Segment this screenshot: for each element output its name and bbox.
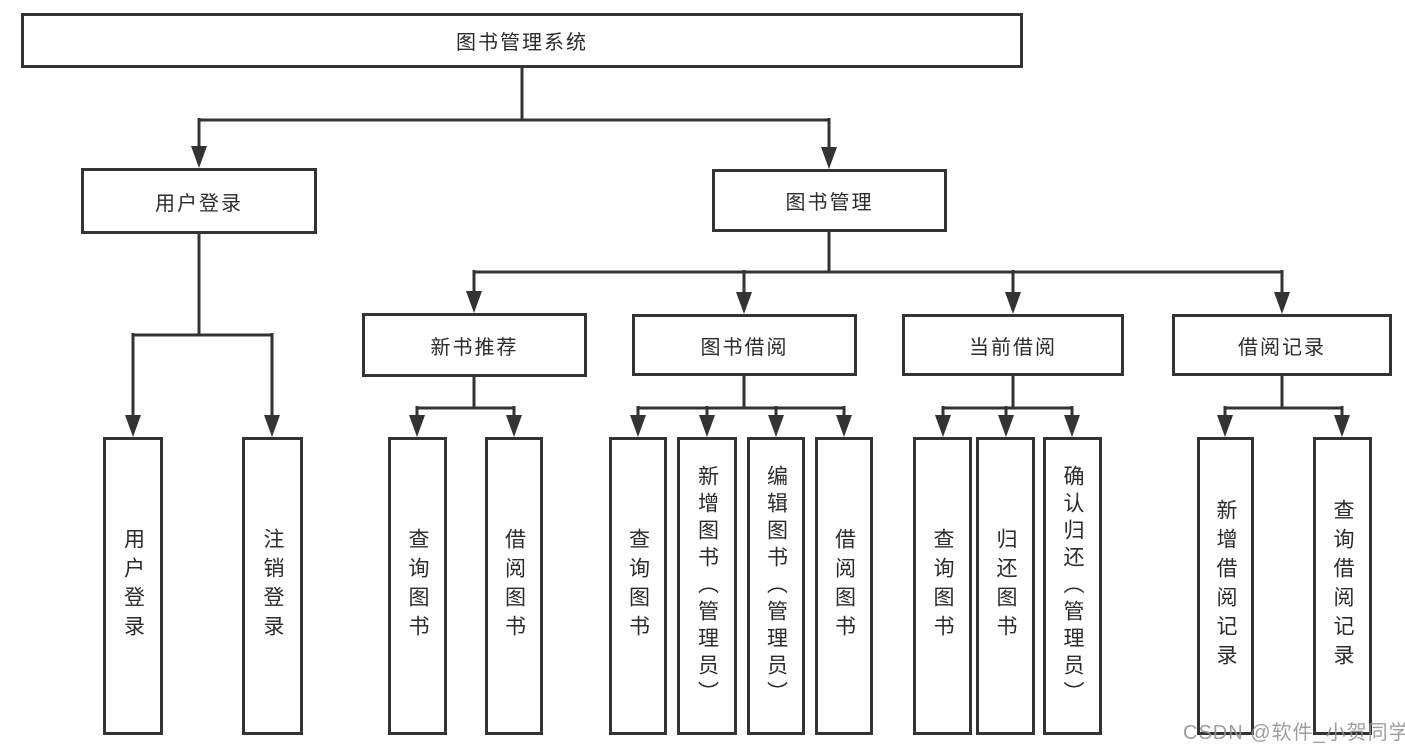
leaf-logout: 注销登录	[242, 437, 303, 735]
node-current-borrow: 当前借阅	[902, 314, 1124, 376]
node-book-borrow: 图书借阅	[632, 314, 857, 376]
leaf-edit-book-admin: 编辑图书（管理员）	[747, 437, 805, 735]
leaf-return-book: 归还图书	[976, 437, 1035, 735]
leaf-user-login: 用户登录	[103, 437, 163, 735]
leaf-add-borrow-record: 新增借阅记录	[1197, 437, 1254, 735]
leaf-query-book-recommend: 查询图书	[388, 437, 447, 735]
leaf-query-book-borrow: 查询图书	[609, 437, 667, 735]
node-user-login: 用户登录	[81, 168, 317, 234]
node-borrow-record: 借阅记录	[1172, 314, 1392, 376]
node-book-management: 图书管理	[712, 169, 947, 232]
watermark: CSDN @软件_小贺同学	[1183, 722, 1405, 744]
leaf-add-book-admin: 新增图书（管理员）	[677, 437, 737, 735]
leaf-query-borrow-record: 查询借阅记录	[1313, 437, 1372, 735]
leaf-query-book-current: 查询图书	[913, 437, 972, 735]
node-root: 图书管理系统	[21, 13, 1023, 68]
leaf-borrow-book: 借阅图书	[815, 437, 873, 735]
leaf-borrow-book-recommend: 借阅图书	[485, 437, 543, 735]
leaf-confirm-return-admin: 确认归还（管理员）	[1043, 437, 1102, 735]
node-new-book-recommend: 新书推荐	[362, 313, 587, 377]
